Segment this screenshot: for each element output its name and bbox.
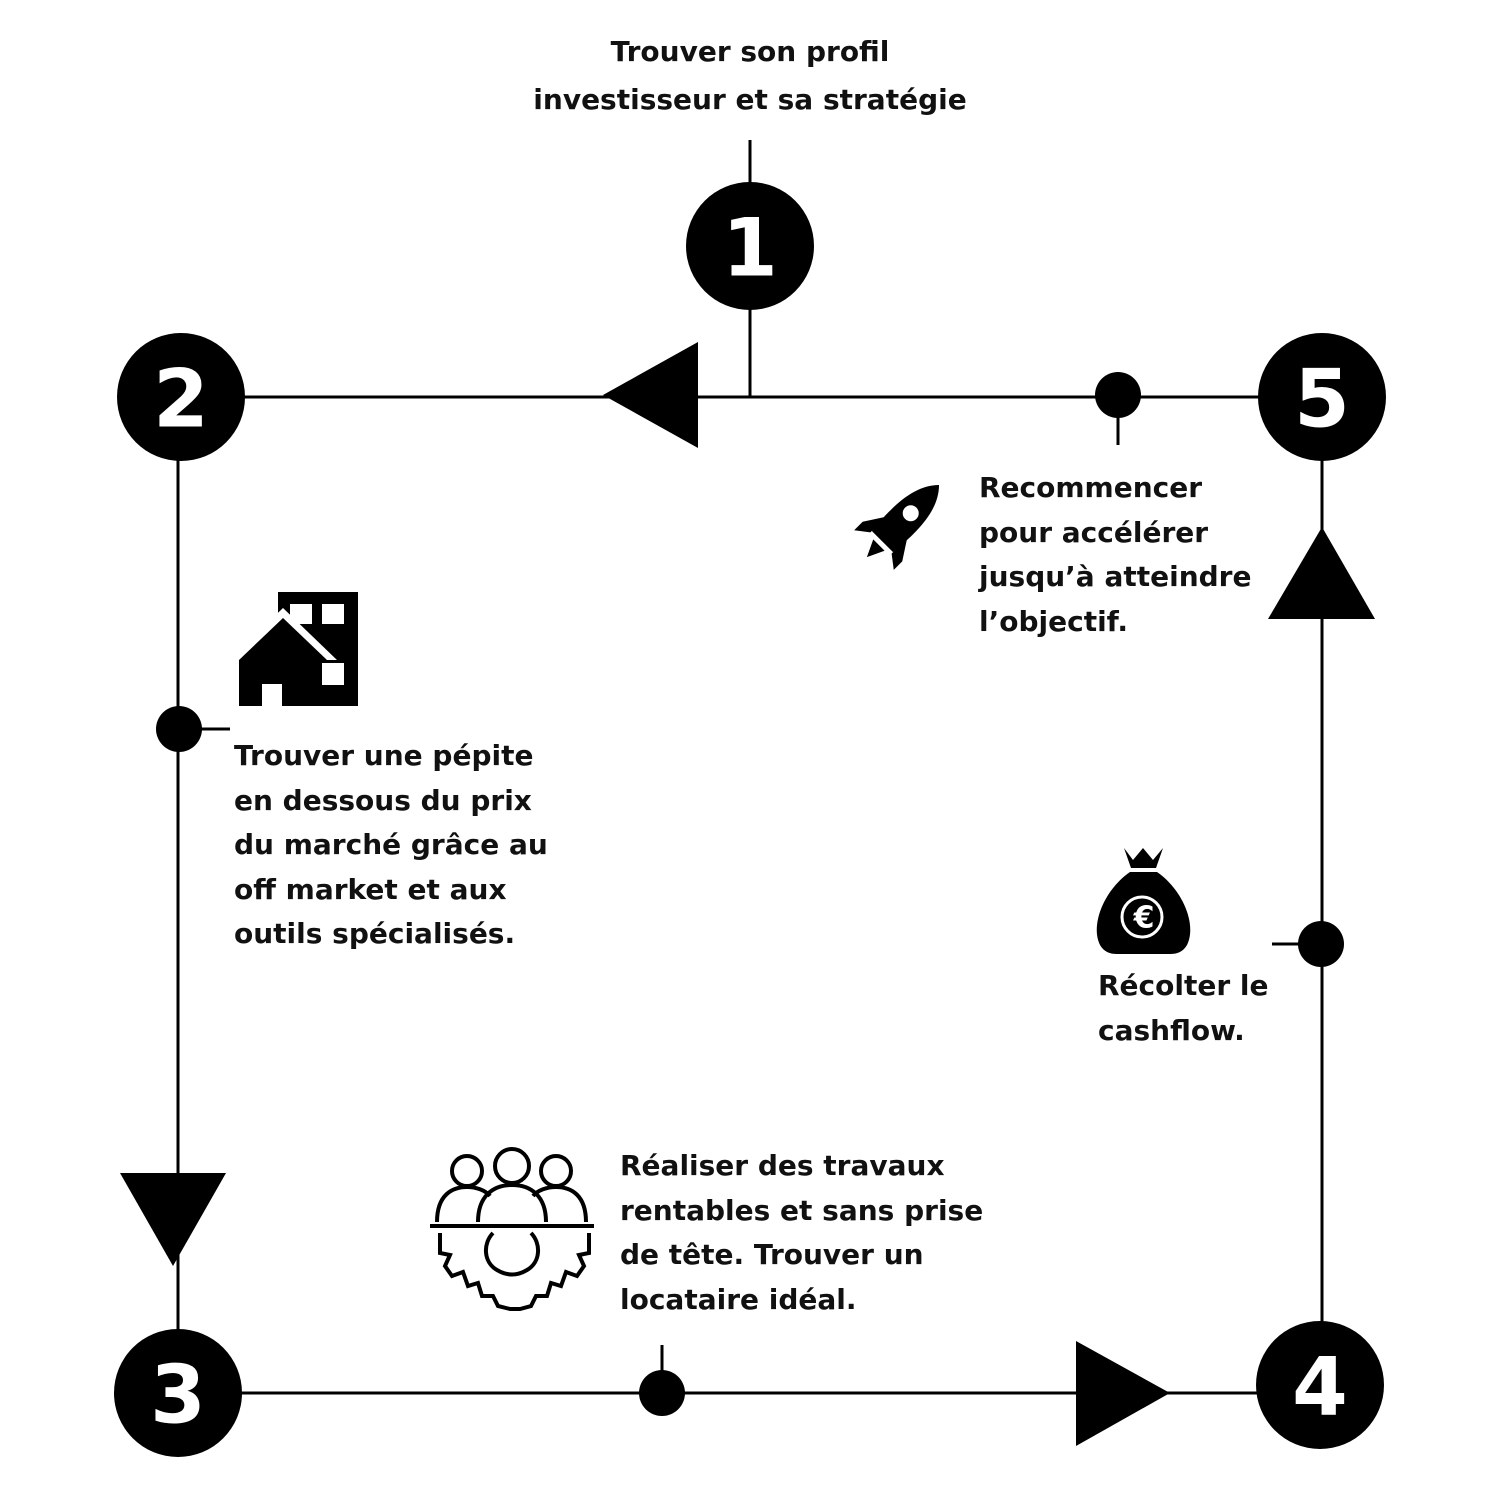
dot-step3	[639, 1370, 685, 1416]
arrow-left	[603, 342, 698, 448]
step2-circle	[117, 333, 245, 461]
rocket-icon	[854, 484, 940, 570]
buildings-icon	[229, 592, 358, 706]
step2-number: 2	[153, 353, 209, 446]
step5-number: 5	[1294, 353, 1350, 446]
arrow-up	[1268, 527, 1375, 619]
step3-number: 3	[150, 1349, 206, 1442]
dot-step4	[1298, 921, 1344, 967]
step4-number: 4	[1292, 1341, 1348, 1434]
team-gear-icon	[430, 1147, 594, 1311]
dot-step2	[156, 706, 202, 752]
step1-label: Trouver son profil investisseur et sa st…	[533, 35, 967, 116]
step3-label: Réaliser des travaux rentables et sans p…	[620, 1149, 984, 1316]
step4-circle	[1256, 1321, 1384, 1449]
step4-label: Récolter le cashflow.	[1098, 969, 1269, 1047]
euro-money-bag-icon: €	[1096, 848, 1191, 954]
step2-label: Trouver une pépite en dessous du prix du…	[234, 739, 548, 950]
svg-text:€: €	[1133, 901, 1155, 936]
arrow-down	[120, 1173, 226, 1266]
arrow-right	[1076, 1341, 1170, 1446]
step1-circle	[686, 182, 814, 310]
step5-label: Recommencer pour accélérer jusqu’à attei…	[979, 471, 1252, 638]
dot-step5	[1095, 372, 1141, 418]
step1-number: 1	[722, 202, 778, 295]
step5-circle	[1258, 333, 1386, 461]
step3-circle	[114, 1329, 242, 1457]
